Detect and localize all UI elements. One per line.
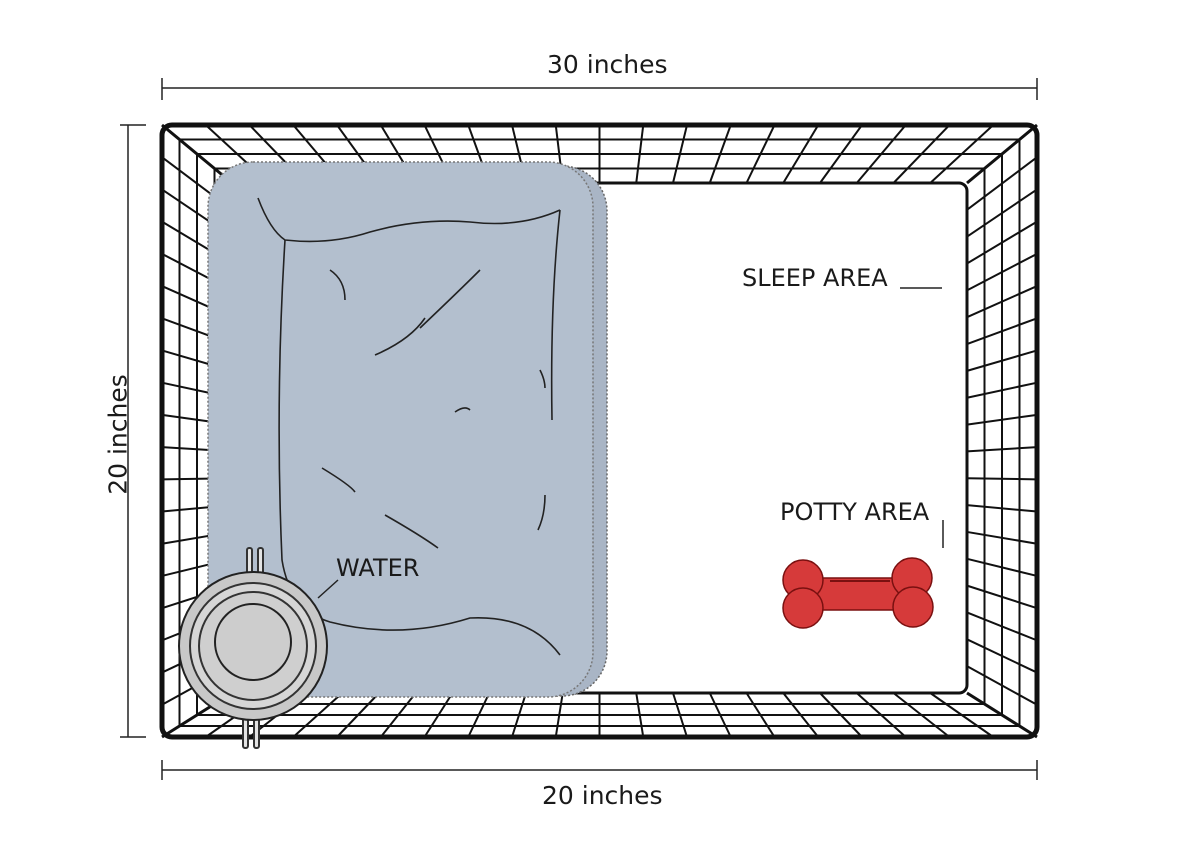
water-leader-line bbox=[317, 579, 339, 599]
crate-outer-frame bbox=[159, 122, 1040, 740]
left-dimension-label: 20 inches bbox=[103, 374, 133, 495]
dog-bed bbox=[207, 161, 608, 698]
dimension-lines bbox=[120, 78, 1038, 780]
top-dimension-label: 30 inches bbox=[547, 50, 668, 79]
bone-toy bbox=[782, 557, 934, 629]
water-label: WATER bbox=[336, 554, 420, 582]
potty-area-label: POTTY AREA bbox=[780, 498, 930, 526]
bottom-dimension-label: 20 inches bbox=[542, 781, 663, 810]
sleep-area-label: SLEEP AREA bbox=[742, 264, 888, 292]
water-bowl bbox=[178, 547, 328, 749]
